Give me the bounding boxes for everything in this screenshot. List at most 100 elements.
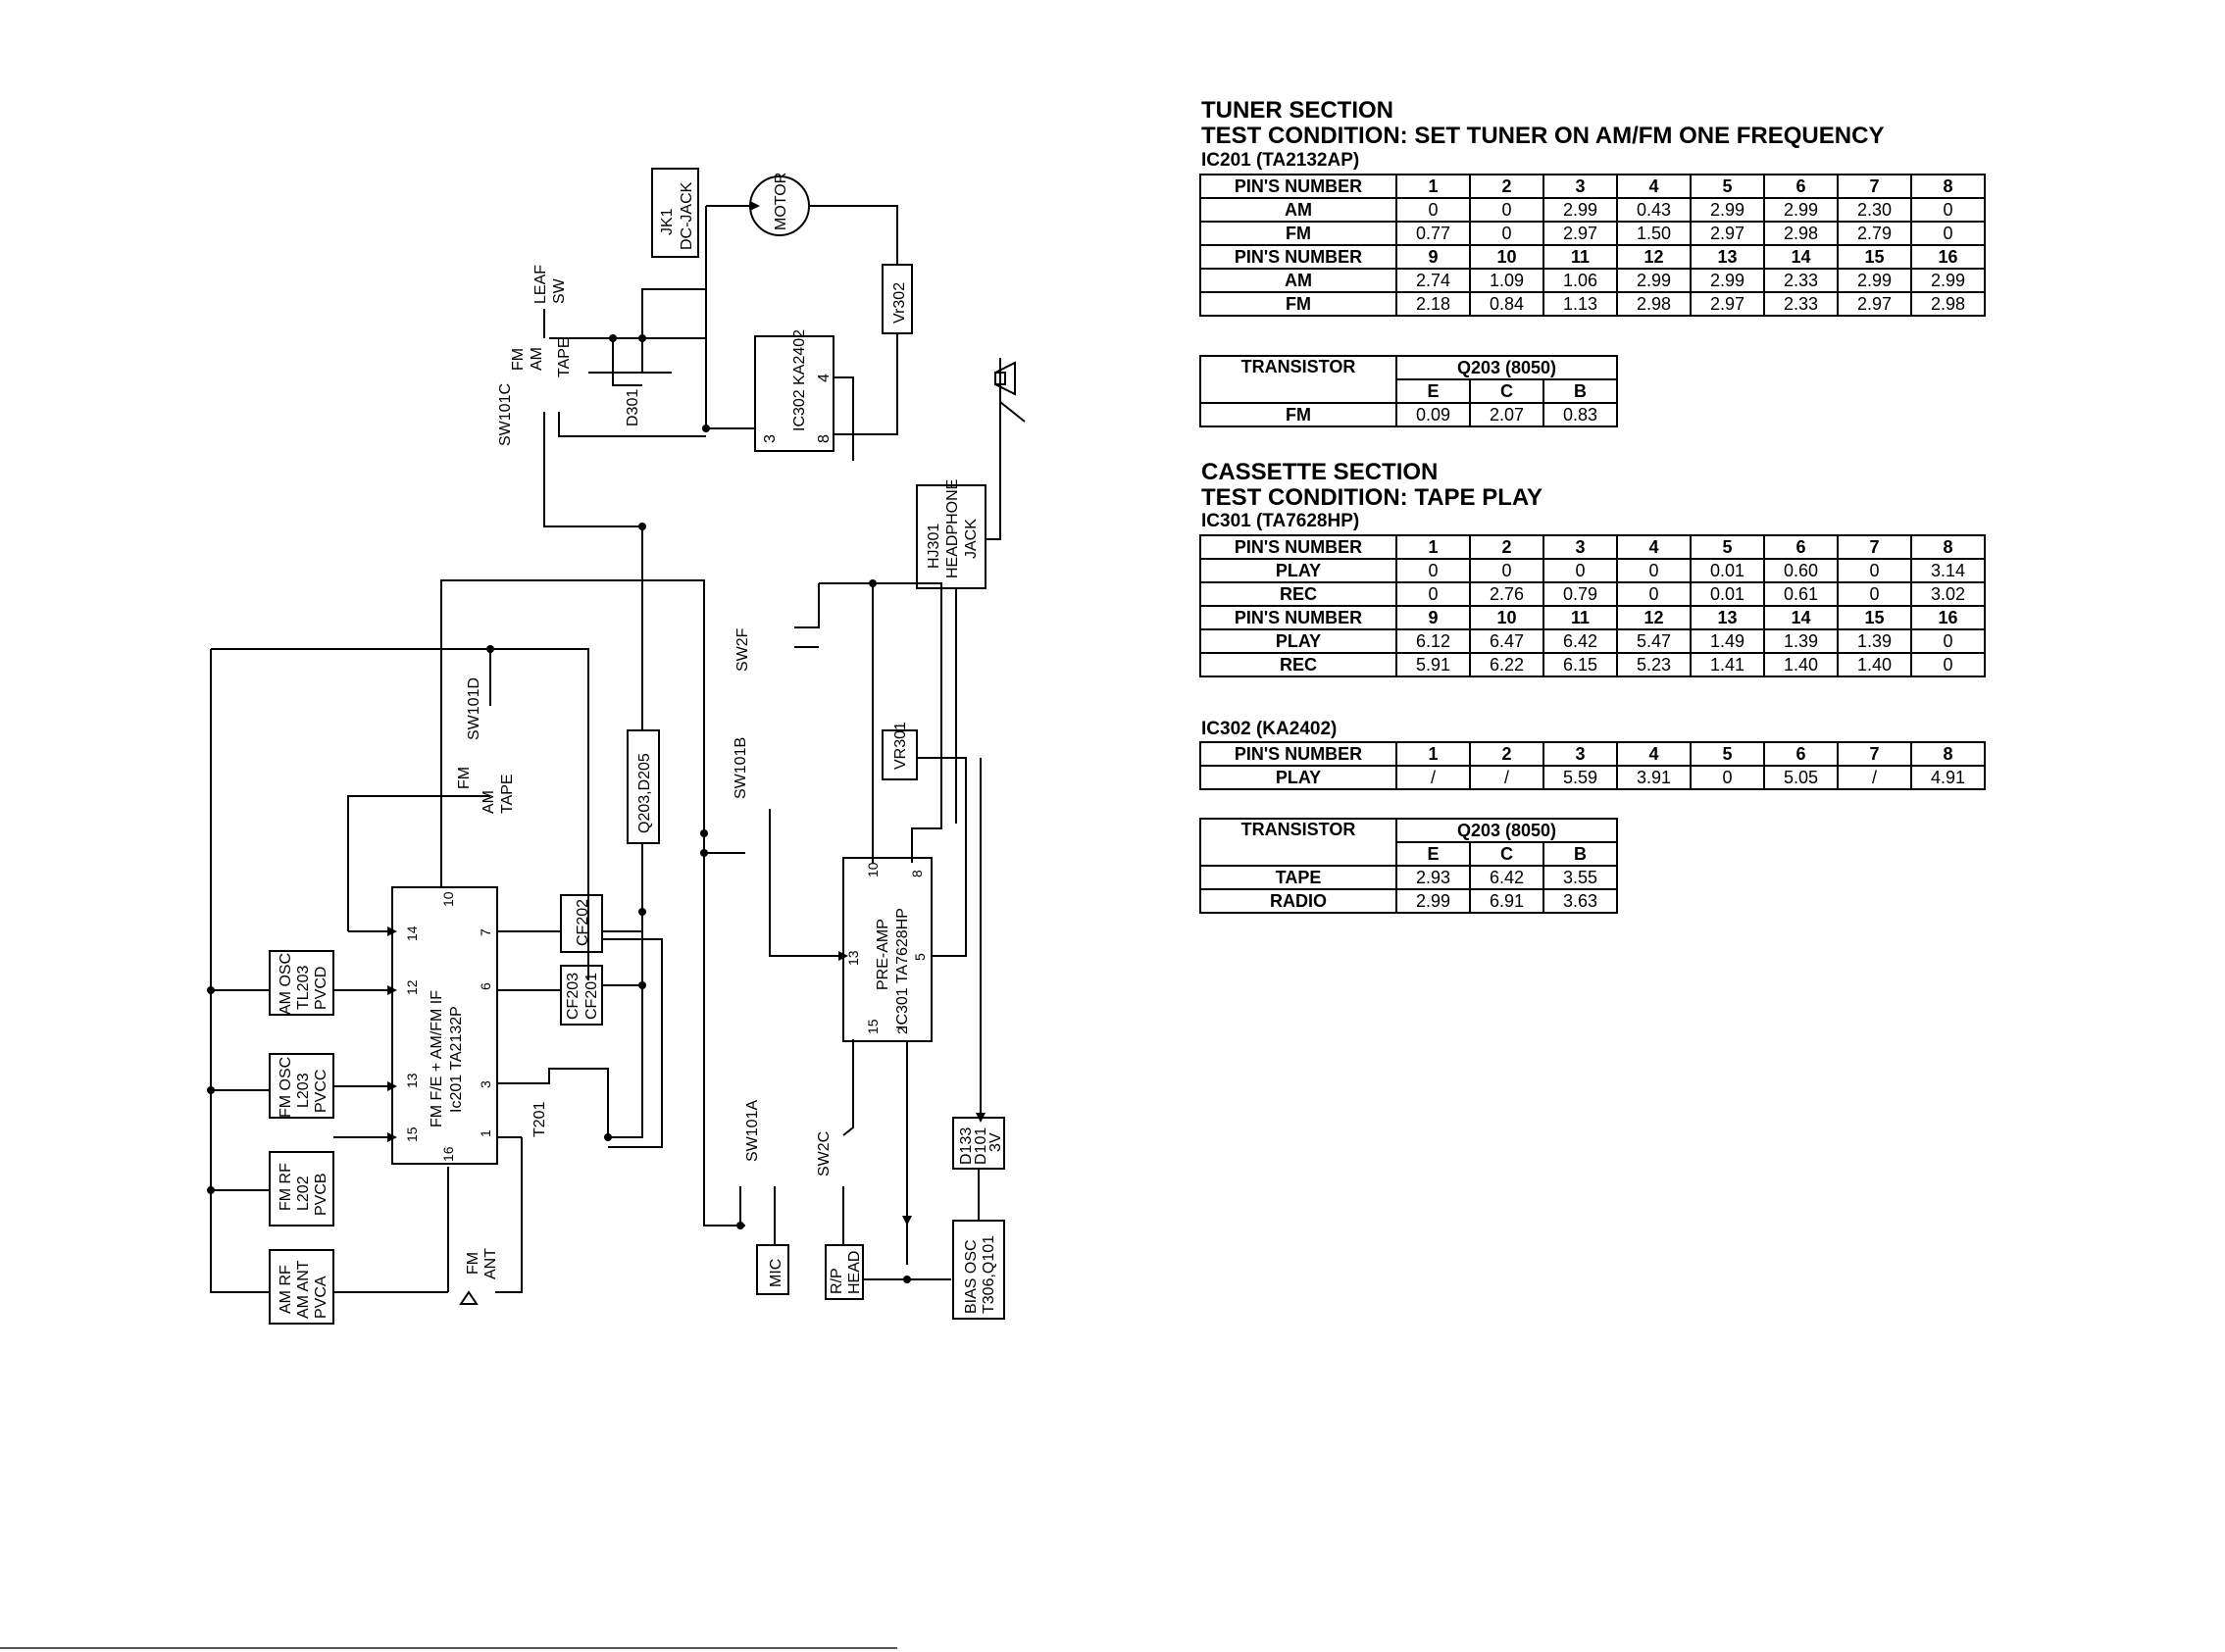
voltage-cell: 2.76 (1469, 581, 1544, 607)
amrf-b: AM ANT (295, 1260, 312, 1319)
voltage-cell: 5.91 (1395, 652, 1471, 677)
antenna-icon (459, 1290, 479, 1305)
d133-a: D133 (958, 1127, 975, 1165)
sw2f-label: SW2F (734, 627, 751, 672)
voltage-cell: 1.39 (1763, 628, 1839, 654)
row-label: FM (1199, 402, 1397, 427)
voltage-cell: 5.05 (1763, 765, 1839, 790)
pin-number-cell: 16 (1910, 244, 1986, 270)
ic201-label: IC201 (TA2132AP) (1201, 150, 1360, 171)
sw101c-label: SW101C (497, 383, 514, 446)
voltage-cell: 2.98 (1763, 221, 1839, 246)
pin-number-cell: 10 (1469, 605, 1544, 630)
voltage-cell: 0.60 (1763, 558, 1839, 583)
amosc-b: TL203 (295, 966, 312, 1010)
rp-a: R/P (829, 1268, 845, 1294)
voltage-cell: 2.99 (1763, 197, 1839, 223)
voltage-cell: 3.14 (1910, 558, 1986, 583)
terminal-header: B (1542, 841, 1618, 867)
voltage-cell: 2.79 (1837, 221, 1912, 246)
amosc-a: AM OSC (278, 953, 294, 1015)
fm-switch-label: FM (510, 348, 527, 371)
amrf-c: PVCA (313, 1276, 329, 1319)
pin-number-cell: 8 (1910, 534, 1986, 560)
transistor-device: Q203 (8050) (1395, 818, 1618, 843)
d133-b: D101 (973, 1127, 989, 1165)
voltage-cell: 1.50 (1616, 221, 1692, 246)
row-label: FM (1199, 221, 1397, 246)
voltage-cell: 0 (1395, 558, 1471, 583)
voltage-cell: 6.12 (1395, 628, 1471, 654)
voltage-cell: / (1395, 765, 1471, 790)
fmrf-c: PVCB (313, 1173, 329, 1216)
voltage-cell: 0 (1910, 197, 1986, 223)
row-label: TAPE (1199, 865, 1397, 890)
pin-number-cell: 4 (1616, 741, 1692, 767)
bias-b: T306,Q101 (981, 1235, 997, 1314)
voltage-cell: 5.47 (1616, 628, 1692, 654)
pin-number-cell: 9 (1395, 605, 1471, 630)
vr301-label: VR301 (892, 722, 909, 770)
ic201-pin13: 13 (404, 1073, 420, 1088)
pin-number-cell: 12 (1616, 605, 1692, 630)
voltage-cell: 2.98 (1910, 291, 1986, 317)
row-label: PIN'S NUMBER (1199, 174, 1397, 199)
voltage-cell: 1.40 (1763, 652, 1839, 677)
voltage-cell: 3.02 (1910, 581, 1986, 607)
voltage-cell: / (1837, 765, 1912, 790)
voltage-cell: 4.91 (1910, 765, 1986, 790)
preamp-label-b: IC301 TA7628HP (894, 908, 911, 1029)
voltage-cell: 0 (1469, 221, 1544, 246)
pin-number-cell: 2 (1469, 174, 1544, 199)
voltage-cell: 1.13 (1542, 291, 1618, 317)
voltage-cell: 6.22 (1469, 652, 1544, 677)
ic201-pin1: 1 (478, 1129, 493, 1137)
voltage-cell: 2.99 (1616, 268, 1692, 293)
leaf-label: LEAF (532, 265, 549, 304)
cf202-label: CF202 (575, 899, 591, 946)
ic302-label: IC302 KA2402 (791, 329, 808, 431)
cassette-section-title: CASSETTE SECTION (1201, 459, 1439, 485)
voltage-cell: 1.41 (1690, 652, 1765, 677)
ic201-pin16: 16 (440, 1146, 456, 1162)
transistor-device: Q203 (8050) (1395, 355, 1618, 380)
ic302-pin3: 3 (762, 434, 779, 443)
sw101b-label: SW101B (733, 737, 749, 799)
pin-number-cell: 15 (1837, 244, 1912, 270)
voltage-tables: TUNER SECTION TEST CONDITION: SET TUNER … (1196, 0, 2225, 1652)
voltage-cell: 0 (1910, 628, 1986, 654)
fmosc-c: PVCC (313, 1070, 329, 1113)
pin-number-cell: 4 (1616, 534, 1692, 560)
ic302-label: IC302 (KA2402) (1201, 719, 1338, 739)
voltage-cell: 0 (1616, 558, 1692, 583)
row-label: RADIO (1199, 888, 1397, 914)
hj301-label: HJ301 (926, 524, 942, 569)
pin-number-cell: 1 (1395, 534, 1471, 560)
row-label: PIN'S NUMBER (1199, 244, 1397, 270)
jack-label: JACK (963, 519, 980, 559)
row-label: PLAY (1199, 765, 1397, 790)
sw2c-label: SW2C (816, 1131, 833, 1176)
pin-number-cell: 10 (1469, 244, 1544, 270)
preamp-pin8: 8 (909, 870, 925, 877)
transistor-label: TRANSISTOR (1199, 818, 1397, 867)
ic201-pin10: 10 (440, 891, 456, 907)
voltage-cell: 2.93 (1395, 865, 1471, 890)
voltage-cell: 0 (1395, 197, 1471, 223)
pin-number-cell: 5 (1690, 174, 1765, 199)
ic201-label-b: Ic201 TA2132P (448, 1006, 465, 1113)
